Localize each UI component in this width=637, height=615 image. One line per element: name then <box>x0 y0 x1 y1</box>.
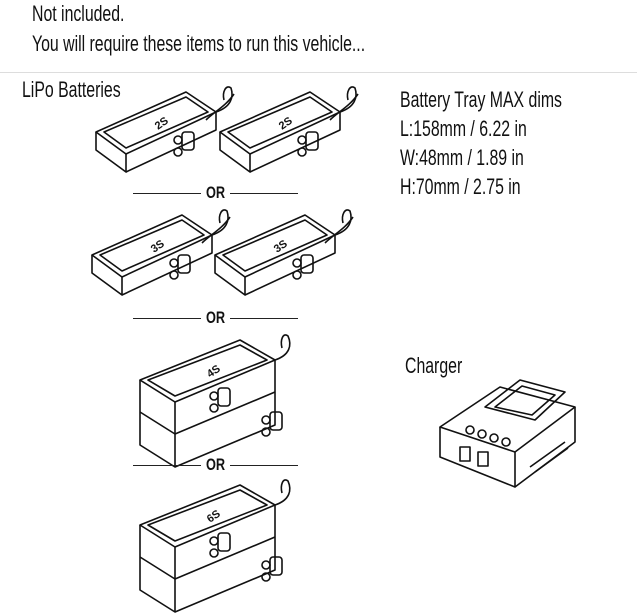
battery-2s-left: 2S <box>95 86 235 173</box>
or-label: OR <box>206 308 226 327</box>
divider <box>0 72 637 73</box>
charger-title: Charger <box>405 353 463 378</box>
tray-length: L:158mm / 6.22 in <box>400 116 527 141</box>
battery-6s: 6S <box>139 479 291 613</box>
tray-dims-title: Battery Tray MAX dims <box>400 87 562 112</box>
battery-3s-right: 3S <box>214 209 354 296</box>
battery-3s-left: 3S <box>91 209 231 296</box>
tray-height: H:70mm / 2.75 in <box>400 174 521 199</box>
charger-illustration <box>439 379 576 488</box>
battery-4s: 4S <box>139 334 291 468</box>
or-label: OR <box>206 455 226 474</box>
or-separator: OR <box>133 183 298 202</box>
or-separator: OR <box>133 455 298 474</box>
lipo-batteries-title: LiPo Batteries <box>22 77 121 102</box>
not-included-heading: Not included. <box>32 1 125 26</box>
requirement-note: You will require these items to run this… <box>32 31 366 56</box>
tray-width: W:48mm / 1.89 in <box>400 145 524 170</box>
or-label: OR <box>206 183 226 202</box>
or-separator: OR <box>133 308 298 327</box>
battery-2s-right: 2S <box>219 86 359 173</box>
